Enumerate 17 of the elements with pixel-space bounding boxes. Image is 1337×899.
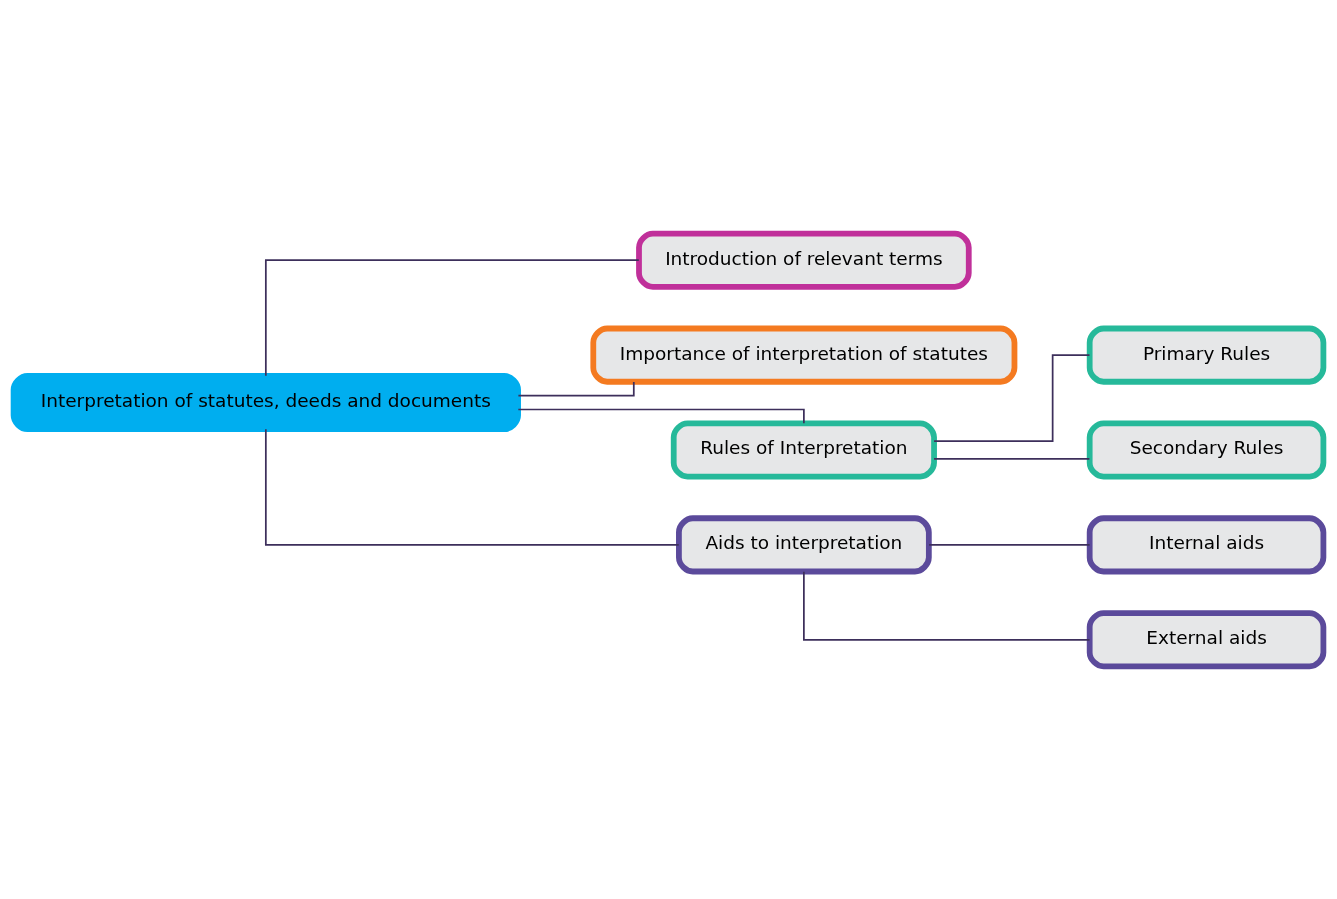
node-box: Introduction of relevant terms [636,230,972,290]
node-box: Aids to interpretation [676,514,932,574]
node-box: Internal aids [1086,514,1327,574]
node-box: Interpretation of statutes, deeds and documents [10,372,521,432]
node-box: Primary Rules [1086,325,1327,385]
node-box: Importance of interpretation of statutes [590,325,1018,385]
connector [803,570,1091,641]
connector [517,408,805,424]
connector [928,543,1091,546]
connector [933,353,1091,442]
node-box: Rules of Interpretation [670,420,937,479]
connector [264,258,640,377]
connector [264,427,680,546]
connector [517,380,635,396]
connector [933,457,1091,460]
node-box: Secondary Rules [1086,420,1327,479]
node-box: External aids [1086,609,1327,669]
